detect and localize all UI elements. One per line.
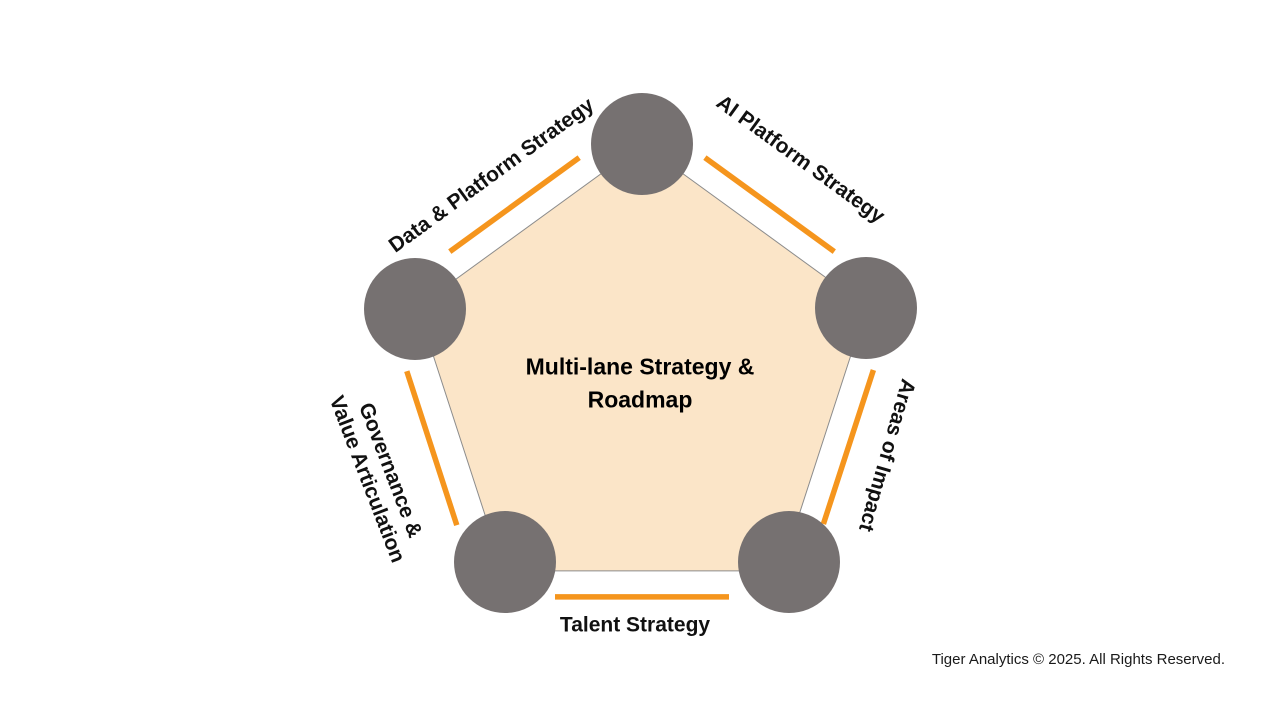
label-talent-strategy: Talent Strategy (559, 613, 711, 637)
node-lower-right (738, 511, 840, 613)
diagram-title: Multi-lane Strategy & Roadmap (525, 353, 755, 413)
edge-line-data-platform (448, 155, 581, 254)
node-upper-left (364, 258, 466, 360)
node-lower-left (454, 511, 556, 613)
node-upper-right (815, 257, 917, 359)
edge-line-areas-impact (820, 369, 877, 525)
node-top (591, 93, 693, 195)
edge-line-governance (404, 370, 460, 527)
edge-line-ai-platform (703, 155, 836, 254)
copyright-text: Tiger Analytics © 2025. All Rights Reser… (931, 651, 1225, 668)
